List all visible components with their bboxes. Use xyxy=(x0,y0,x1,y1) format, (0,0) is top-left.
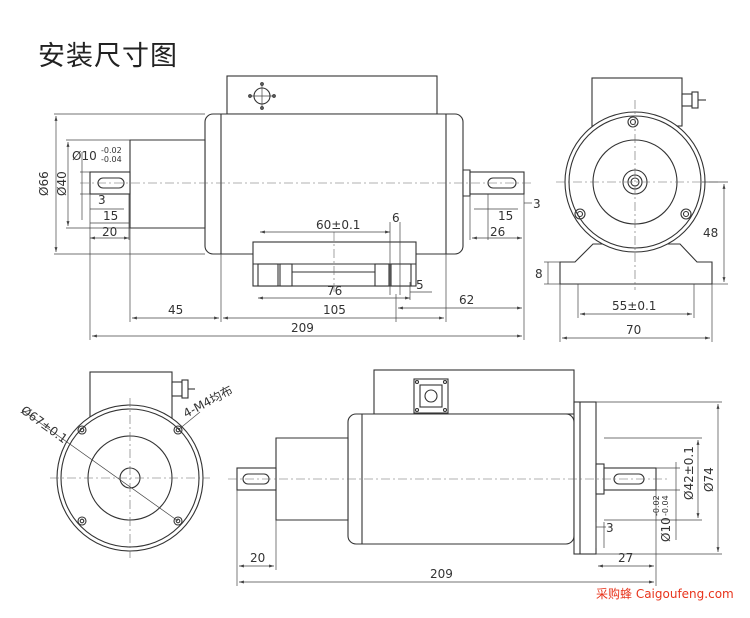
dim-d10-rear: Ø10 xyxy=(659,517,673,542)
side-view xyxy=(556,77,720,290)
front-view-labels: Ø66 Ø40 Ø10 -0.02 -0.04 3 15 20 60±0.1 6… xyxy=(37,146,541,335)
dim-76: 76 xyxy=(327,284,342,298)
dim-3-right: 3 xyxy=(533,197,541,211)
dim-62: 62 xyxy=(459,293,474,307)
dim-6: 6 xyxy=(392,211,400,225)
side-view-labels: 48 8 55±0.1 70 xyxy=(535,226,718,337)
tol-lower-rear: -0.04 xyxy=(661,495,670,516)
dim-26: 26 xyxy=(490,225,505,239)
front-view-dims xyxy=(54,113,532,340)
dim-45: 45 xyxy=(168,303,183,317)
dim-20-rear: 20 xyxy=(250,551,265,565)
dim-15-right: 15 xyxy=(498,209,513,223)
dim-209-top: 209 xyxy=(291,321,314,335)
dim-5: 5 xyxy=(416,278,424,292)
dim-209-bottom: 209 xyxy=(430,567,453,581)
watermark: 采购蜂 Caigoufeng.com xyxy=(596,587,734,601)
dim-d66: Ø66 xyxy=(37,171,51,196)
dim-20-left: 20 xyxy=(102,225,117,239)
rear-view xyxy=(228,369,668,555)
dim-105: 105 xyxy=(323,303,346,317)
dim-d67: Ø67±0.1 xyxy=(18,403,70,446)
dim-d42: Ø42±0.1 xyxy=(682,446,696,500)
side-view-dims xyxy=(544,181,728,342)
dim-d40: Ø40 xyxy=(55,171,69,196)
tol-upper: -0.02 xyxy=(101,146,122,155)
dim-27: 27 xyxy=(618,551,633,565)
dim-48: 48 xyxy=(703,226,718,240)
dim-8: 8 xyxy=(535,267,543,281)
rear-view-labels: Ø74 Ø42±0.1 Ø10 -0.02 -0.04 3 27 20 209 xyxy=(250,446,716,581)
rear-view-dims xyxy=(236,401,722,586)
front-view xyxy=(80,75,534,294)
dim-3-rear: 3 xyxy=(606,521,614,535)
dim-3-left: 3 xyxy=(98,193,106,207)
dim-70: 70 xyxy=(626,323,641,337)
tol-lower: -0.04 xyxy=(101,155,122,164)
dim-15-left: 15 xyxy=(103,209,118,223)
tol-upper-rear: -0.02 xyxy=(652,495,661,516)
dim-60: 60±0.1 xyxy=(316,218,360,232)
dim-d10: Ø10 xyxy=(72,149,97,163)
dim-55: 55±0.1 xyxy=(612,299,656,313)
end-view xyxy=(21,371,210,558)
dim-d74: Ø74 xyxy=(702,467,716,492)
page-title: 安装尺寸图 xyxy=(38,41,178,72)
